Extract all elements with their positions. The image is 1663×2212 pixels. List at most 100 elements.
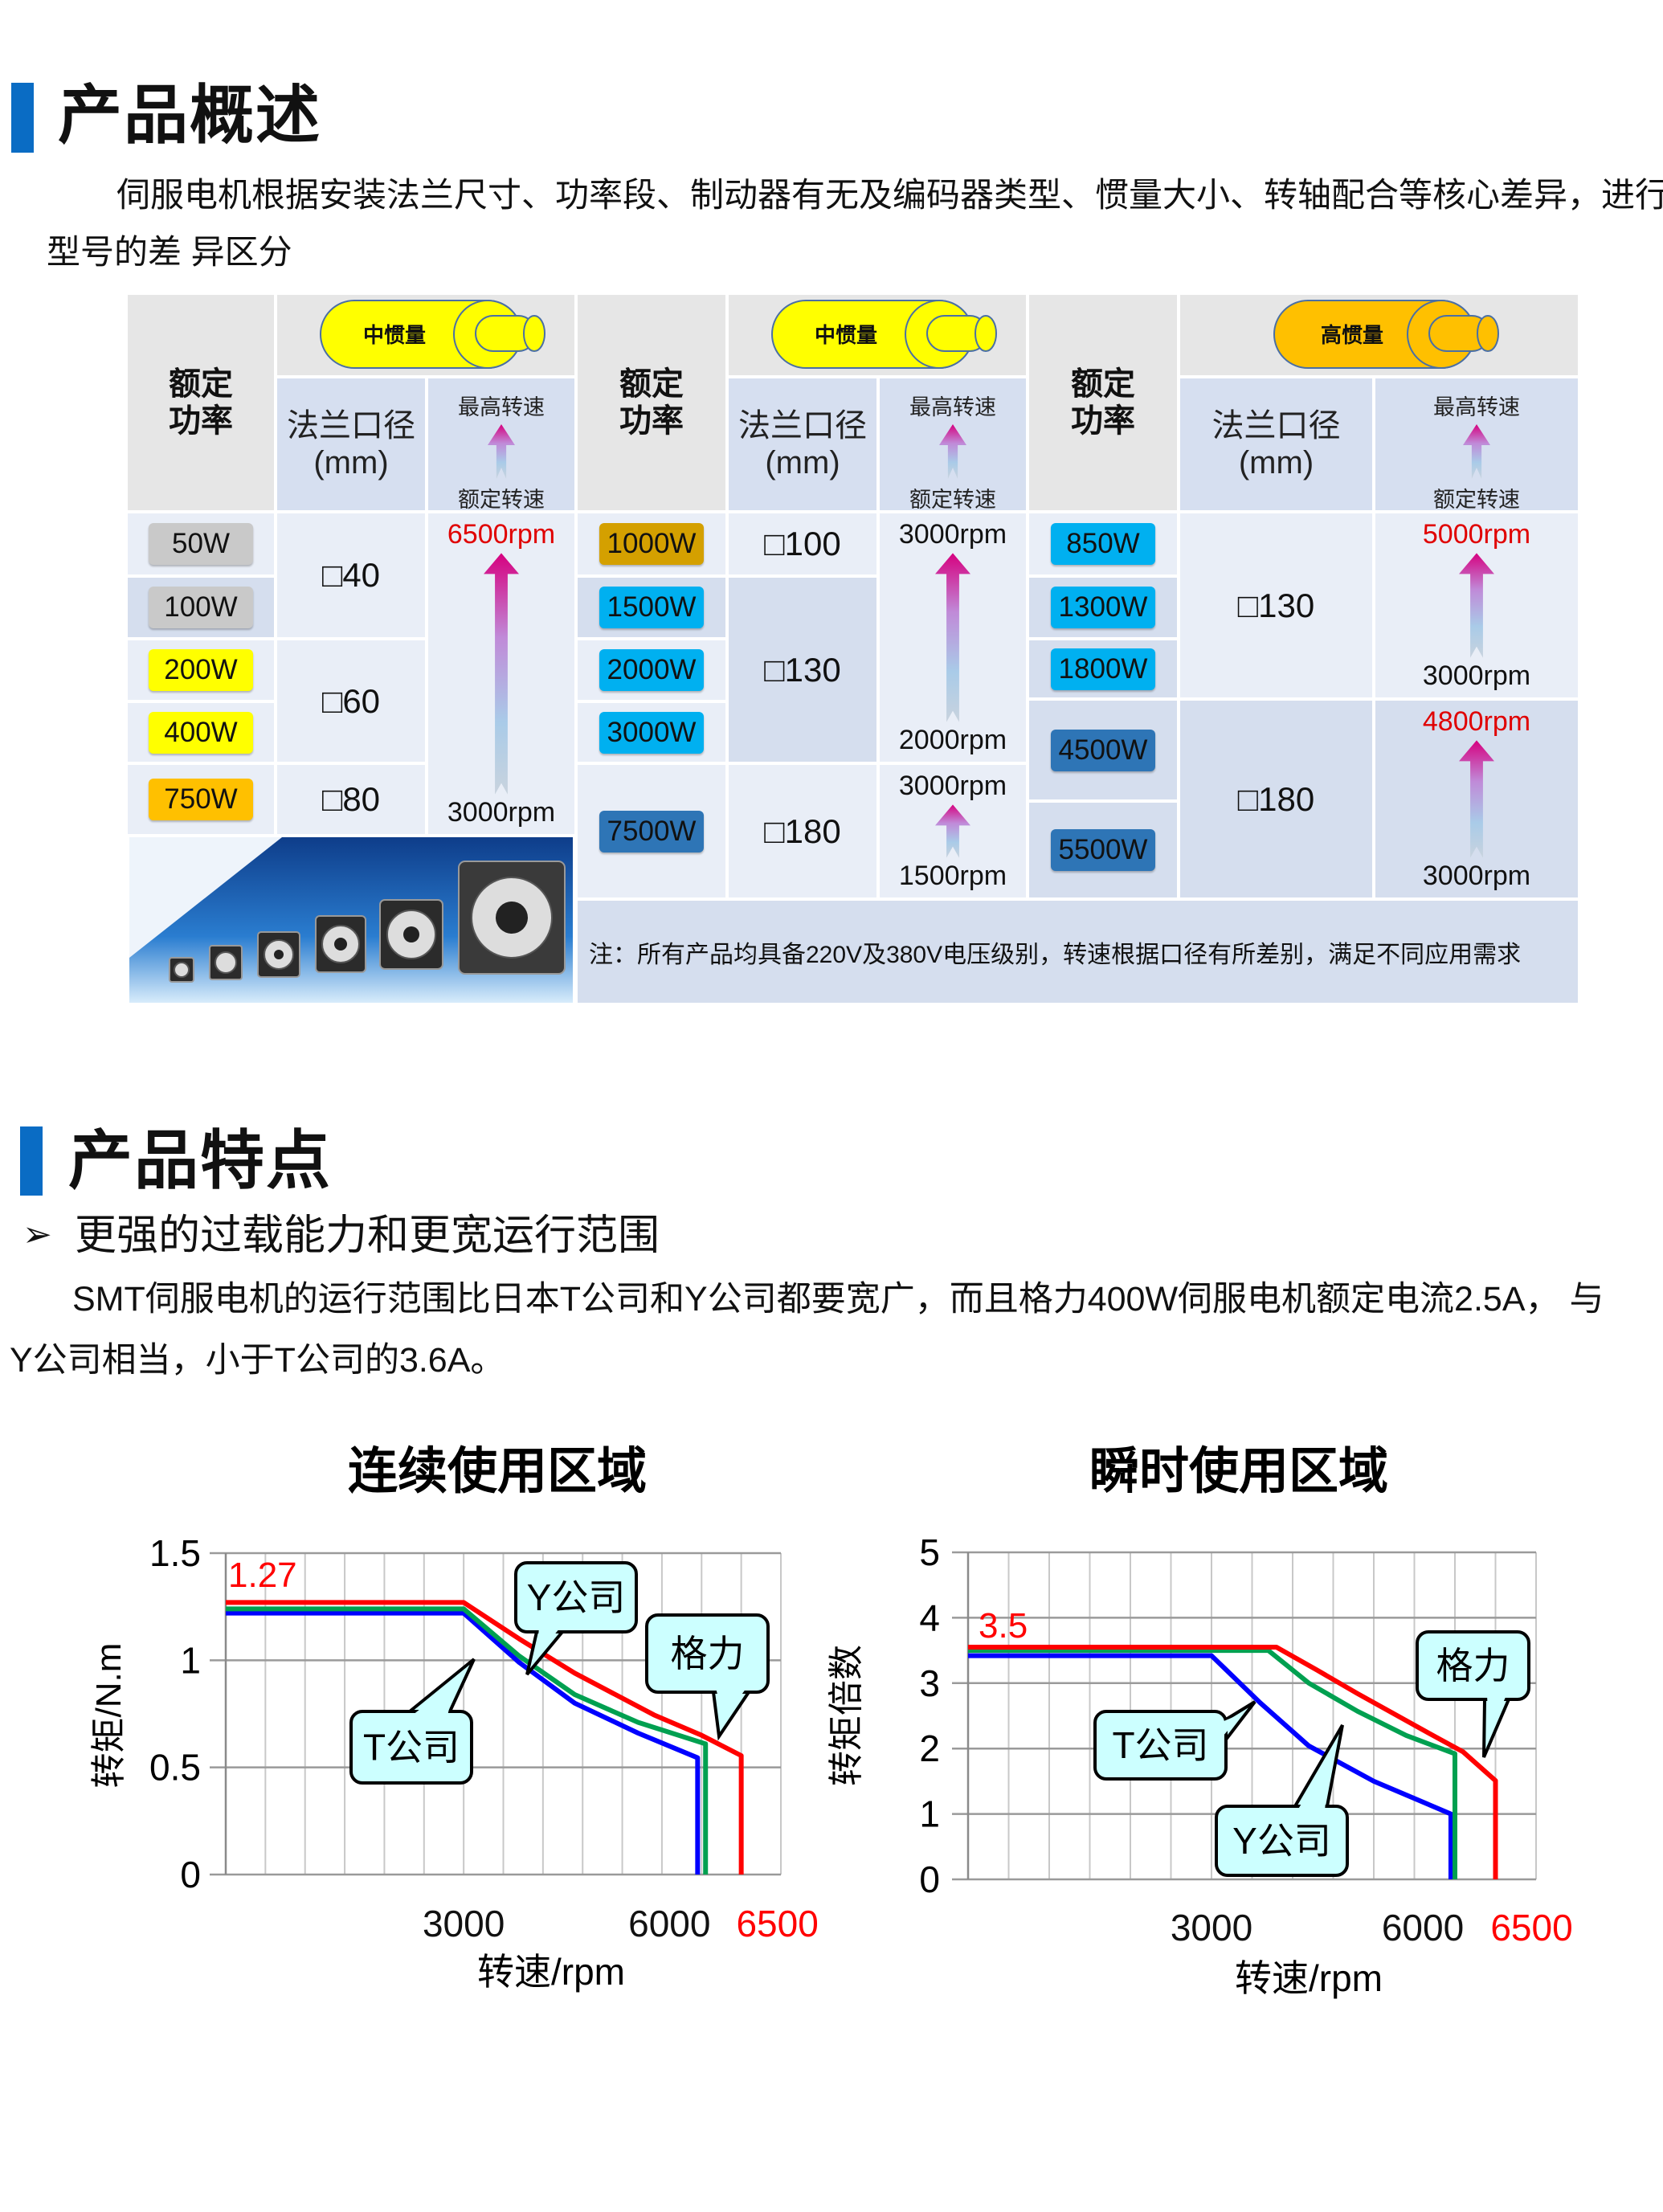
power-badge: 850W [1051,523,1155,565]
x-tick-label: 6000 [628,1903,710,1944]
x-axis-label: 转速/rpm [1235,1957,1383,1999]
x-tick-label: 6500 [736,1903,818,1944]
x-tick-label: 6500 [1490,1907,1572,1948]
callout: Y公司 [1215,1723,1349,1877]
inertia-header: 中惯量 [727,293,1028,377]
callout-label: T公司 [1112,1724,1208,1766]
speed-arrow-icon [1463,424,1490,479]
x-tick-label: 3000 [423,1903,505,1944]
feature-paragraph-line: SMT伺服电机的运行范围比日本T公司和Y公司都要宽广，而且格力400W伺服电机额… [72,1280,1604,1319]
callout: Y公司 [514,1561,638,1676]
y-tick-label: 2 [919,1727,940,1769]
rated-speed-value: 3000rpm [1422,660,1531,691]
flange-header-line: 法兰口径 [738,408,867,444]
speed-arrow-icon [935,804,970,857]
flange-cell: □60 [276,639,427,763]
flange-header-line: (mm) [1238,445,1314,480]
flange-cell: □40 [276,512,427,639]
power-cell: 4500W [1028,699,1179,801]
speed-arrow-icon [939,424,966,479]
power-cell: 850W [1028,512,1179,576]
speed-arrow-icon [935,553,970,722]
callout: 格力 [1416,1630,1530,1758]
power-cell: 1000W [576,512,727,576]
speed-header: 最高转速额定转速 [878,377,1028,512]
flange-header: 法兰口径(mm) [276,377,427,512]
overview-paragraph-line: 型号的差 异区分 [47,233,292,271]
callout: 格力 [645,1613,770,1741]
rated-speed-label: 额定转速 [458,488,545,512]
power-badge: 2000W [599,649,704,691]
x-tick-label: 6000 [1382,1907,1464,1948]
inertia-header: 高惯量 [1179,293,1579,377]
power-badge: 3000W [599,711,704,754]
power-header-line: 功率 [1071,403,1135,439]
speed-header: 最高转速额定转速 [427,377,576,512]
power-header-line: 功率 [169,403,233,439]
flange-header-line: (mm) [765,445,840,480]
arrow-bullet-icon: ➢ [22,1215,52,1254]
chart-title: 连续使用区域 [348,1444,647,1499]
section-title-overview: 产品概述 [58,80,321,151]
power-cell: 7500W [576,763,727,899]
flange-header-line: 法兰口径 [287,408,415,444]
y-tick-label: 0.5 [149,1747,201,1789]
torque-speed-charts: 连续使用区域 0 0.5 1 1.5 3000 6000 6500 转速/rpm 转矩/N.m 1.… [89,1444,1573,1999]
max-speed-label: 最高转速 [458,395,545,419]
flange-cell: □80 [276,763,427,836]
speed-arrow-icon [488,424,515,479]
y-tick-label: 0 [919,1858,940,1900]
power-header: 额定功率 [1028,293,1179,512]
power-badge: 1800W [1051,648,1155,690]
max-speed-value: 5000rpm [1422,519,1531,550]
flange-cell: □100 [727,512,878,576]
speed-arrow-icon [1459,740,1494,857]
chart-title: 瞬时使用区域 [1089,1444,1388,1499]
overview-paragraph-line: 伺服电机根据安装法兰尺寸、功率段、制动器有无及编码器类型、惯量大小、转轴配合等核… [116,176,1663,214]
series-line-T公司 [968,1653,1453,1879]
y-axis-label: 转矩/N.m [89,1643,129,1789]
speed-range-cell: 5000rpm 3000rpm [1374,512,1579,699]
flange-cell: □180 [727,763,878,899]
speed-arrow-icon [484,553,519,794]
power-badge: 1000W [599,523,704,565]
rated-speed-value: 2000rpm [898,724,1007,755]
power-badge: 1500W [599,587,704,628]
rated-speed-value: 3000rpm [447,796,556,828]
power-cell: 200W [126,639,276,701]
power-cell: 100W [126,576,276,639]
peak-value-label: 3.5 [979,1606,1028,1646]
power-cell: 1300W [1028,576,1179,639]
flange-header: 法兰口径(mm) [1179,377,1374,512]
max-speed-value: 3000rpm [898,771,1007,801]
inertia-cylinder-icon: 中惯量 [770,298,999,370]
max-speed-label: 最高转速 [1433,395,1520,419]
power-badge: 4500W [1051,729,1155,771]
product-spec-table: 额定功率 中惯量 法兰口径(mm) 最高转速额定转速 50W 100W 200W… [126,293,1579,1004]
power-header-line: 功率 [619,403,684,439]
feature-paragraph-line: Y公司相当，小于T公司的3.6A。 [10,1341,505,1380]
power-badge: 200W [149,649,253,691]
power-cell: 5500W [1028,801,1179,899]
y-tick-label: 5 [919,1531,940,1573]
section-accent-bar [20,1126,43,1196]
y-tick-label: 1 [919,1793,940,1835]
inertia-cylinder-icon: 中惯量 [319,298,548,370]
rated-speed-label: 额定转速 [909,488,996,512]
power-cell: 50W [126,512,276,576]
max-speed-value: 3000rpm [898,519,1007,550]
power-badge: 1300W [1051,587,1155,628]
table-note: 注：所有产品均具备220V及380V电压级别，转速根据口径有所差别，满足不同应用… [576,899,1579,1004]
y-tick-label: 1.5 [149,1532,201,1574]
flange-header-line: (mm) [313,445,389,480]
y-tick-label: 1 [180,1639,201,1681]
peak-value-label: 1.27 [228,1556,297,1595]
series-line-格力 [226,1600,744,1875]
power-cell: 1500W [576,576,727,639]
power-badge: 400W [149,711,253,754]
